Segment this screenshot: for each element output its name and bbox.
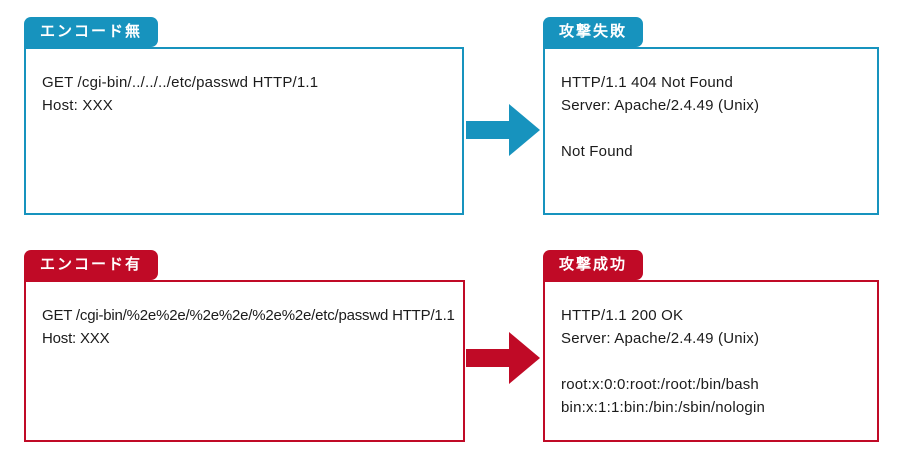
request-box-unencoded: GET /cgi-bin/../../../etc/passwd HTTP/1.… [24, 47, 464, 215]
tab-label-encoded: エンコード有 [24, 250, 159, 280]
tab-label-attack-success: 攻撃成功 [543, 250, 644, 280]
right-arrow-icon [466, 332, 540, 384]
tab-label-attack-failed: 攻撃失敗 [543, 17, 644, 47]
response-box-attack-failed: HTTP/1.1 404 Not Found Server: Apache/2.… [543, 47, 879, 215]
panel-response-attack-failed: 攻撃失敗 HTTP/1.1 404 Not Found Server: Apac… [543, 17, 879, 215]
right-arrow-icon [466, 104, 540, 156]
http-request-text-encoded: GET /cgi-bin/%2e%2e/%2e%2e/%2e%2e/etc/pa… [42, 307, 455, 347]
arrow-shaft [466, 349, 511, 367]
arrow-head [509, 332, 540, 384]
tab-label-unencoded: エンコード無 [24, 17, 159, 47]
panel-request-encoded: エンコード有 GET /cgi-bin/%2e%2e/%2e%2e/%2e%2e… [24, 250, 465, 442]
panel-response-attack-success: 攻撃成功 HTTP/1.1 200 OK Server: Apache/2.4.… [543, 250, 879, 442]
http-response-text-404: HTTP/1.1 404 Not Found Server: Apache/2.… [561, 74, 760, 160]
arrow-shaft [466, 121, 511, 139]
arrow-head [509, 104, 540, 156]
panel-request-unencoded: エンコード無 GET /cgi-bin/../../../etc/passwd … [24, 17, 464, 215]
request-box-encoded: GET /cgi-bin/%2e%2e/%2e%2e/%2e%2e/etc/pa… [24, 280, 465, 442]
http-request-text-unencoded: GET /cgi-bin/../../../etc/passwd HTTP/1.… [42, 74, 319, 114]
response-box-attack-success: HTTP/1.1 200 OK Server: Apache/2.4.49 (U… [543, 280, 879, 442]
http-response-text-200: HTTP/1.1 200 OK Server: Apache/2.4.49 (U… [561, 307, 766, 416]
